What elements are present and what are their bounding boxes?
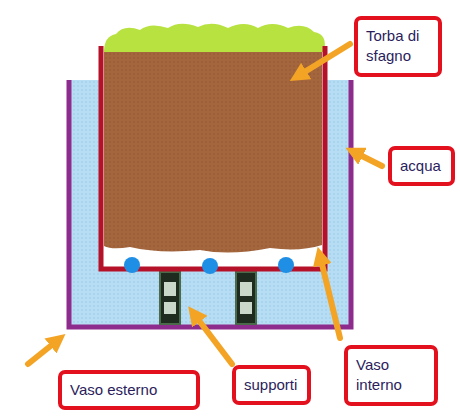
- callout-box: acqua: [388, 146, 455, 186]
- leader-arrow: [354, 152, 382, 166]
- callout-box: supporti: [232, 365, 311, 405]
- leader-arrows: [28, 44, 382, 364]
- leader-arrow: [194, 314, 232, 364]
- callout-label: Vaso interno: [356, 355, 426, 396]
- inner-pot-body: [102, 48, 324, 268]
- drain-holes: [124, 257, 294, 274]
- callout-label: acqua: [400, 156, 441, 176]
- supports: [160, 272, 256, 324]
- callout-label: Torba di sfagno: [366, 26, 430, 67]
- sphagnum-peat: [104, 50, 322, 253]
- callout-label: Vaso esterno: [70, 380, 157, 400]
- moss-top: [104, 24, 325, 52]
- callout-box: Torba di sfagno: [354, 16, 442, 77]
- leader-arrow: [298, 44, 350, 76]
- callout-label: supporti: [244, 375, 297, 395]
- callout-box: Vaso interno: [344, 345, 438, 406]
- leader-arrow: [320, 256, 340, 338]
- inner-pot-wall: [101, 46, 325, 269]
- leader-arrow: [28, 340, 58, 364]
- callout-box: Vaso esterno: [58, 370, 200, 410]
- peat-texture: [104, 50, 322, 253]
